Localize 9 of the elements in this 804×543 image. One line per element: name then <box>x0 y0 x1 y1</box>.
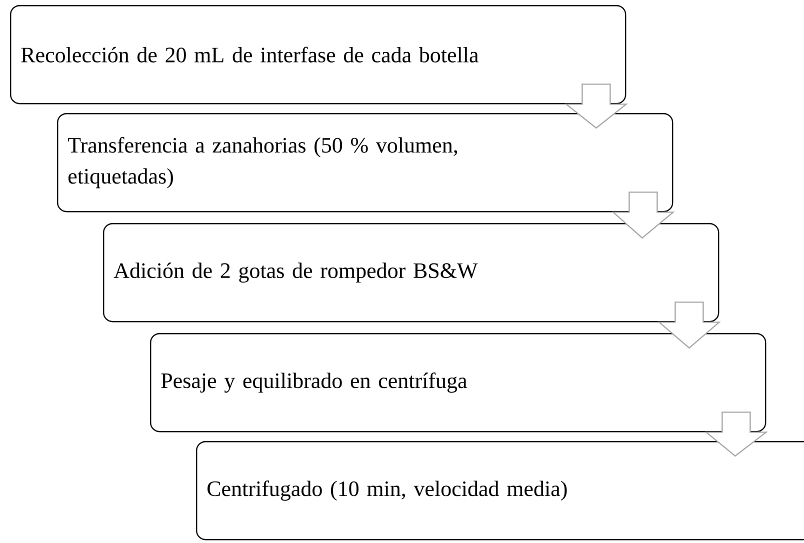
block-arrow <box>612 192 675 239</box>
block-arrow <box>658 302 721 349</box>
step-box: Transferencia a zanahorias (50 % volumen, etiquetadas) <box>57 113 674 212</box>
step-box: Recolección de 20 mL de interfase de cada botella <box>10 5 626 104</box>
step-box: Centrifugado (10 min, velocidad media) <box>196 440 804 540</box>
step-box: Adición de 2 gotas de rompedor BS&W <box>103 223 720 322</box>
block-arrow <box>704 412 768 457</box>
block-arrow <box>564 84 628 129</box>
step-box: Pesaje y equilibrado en centrífuga <box>150 333 766 432</box>
